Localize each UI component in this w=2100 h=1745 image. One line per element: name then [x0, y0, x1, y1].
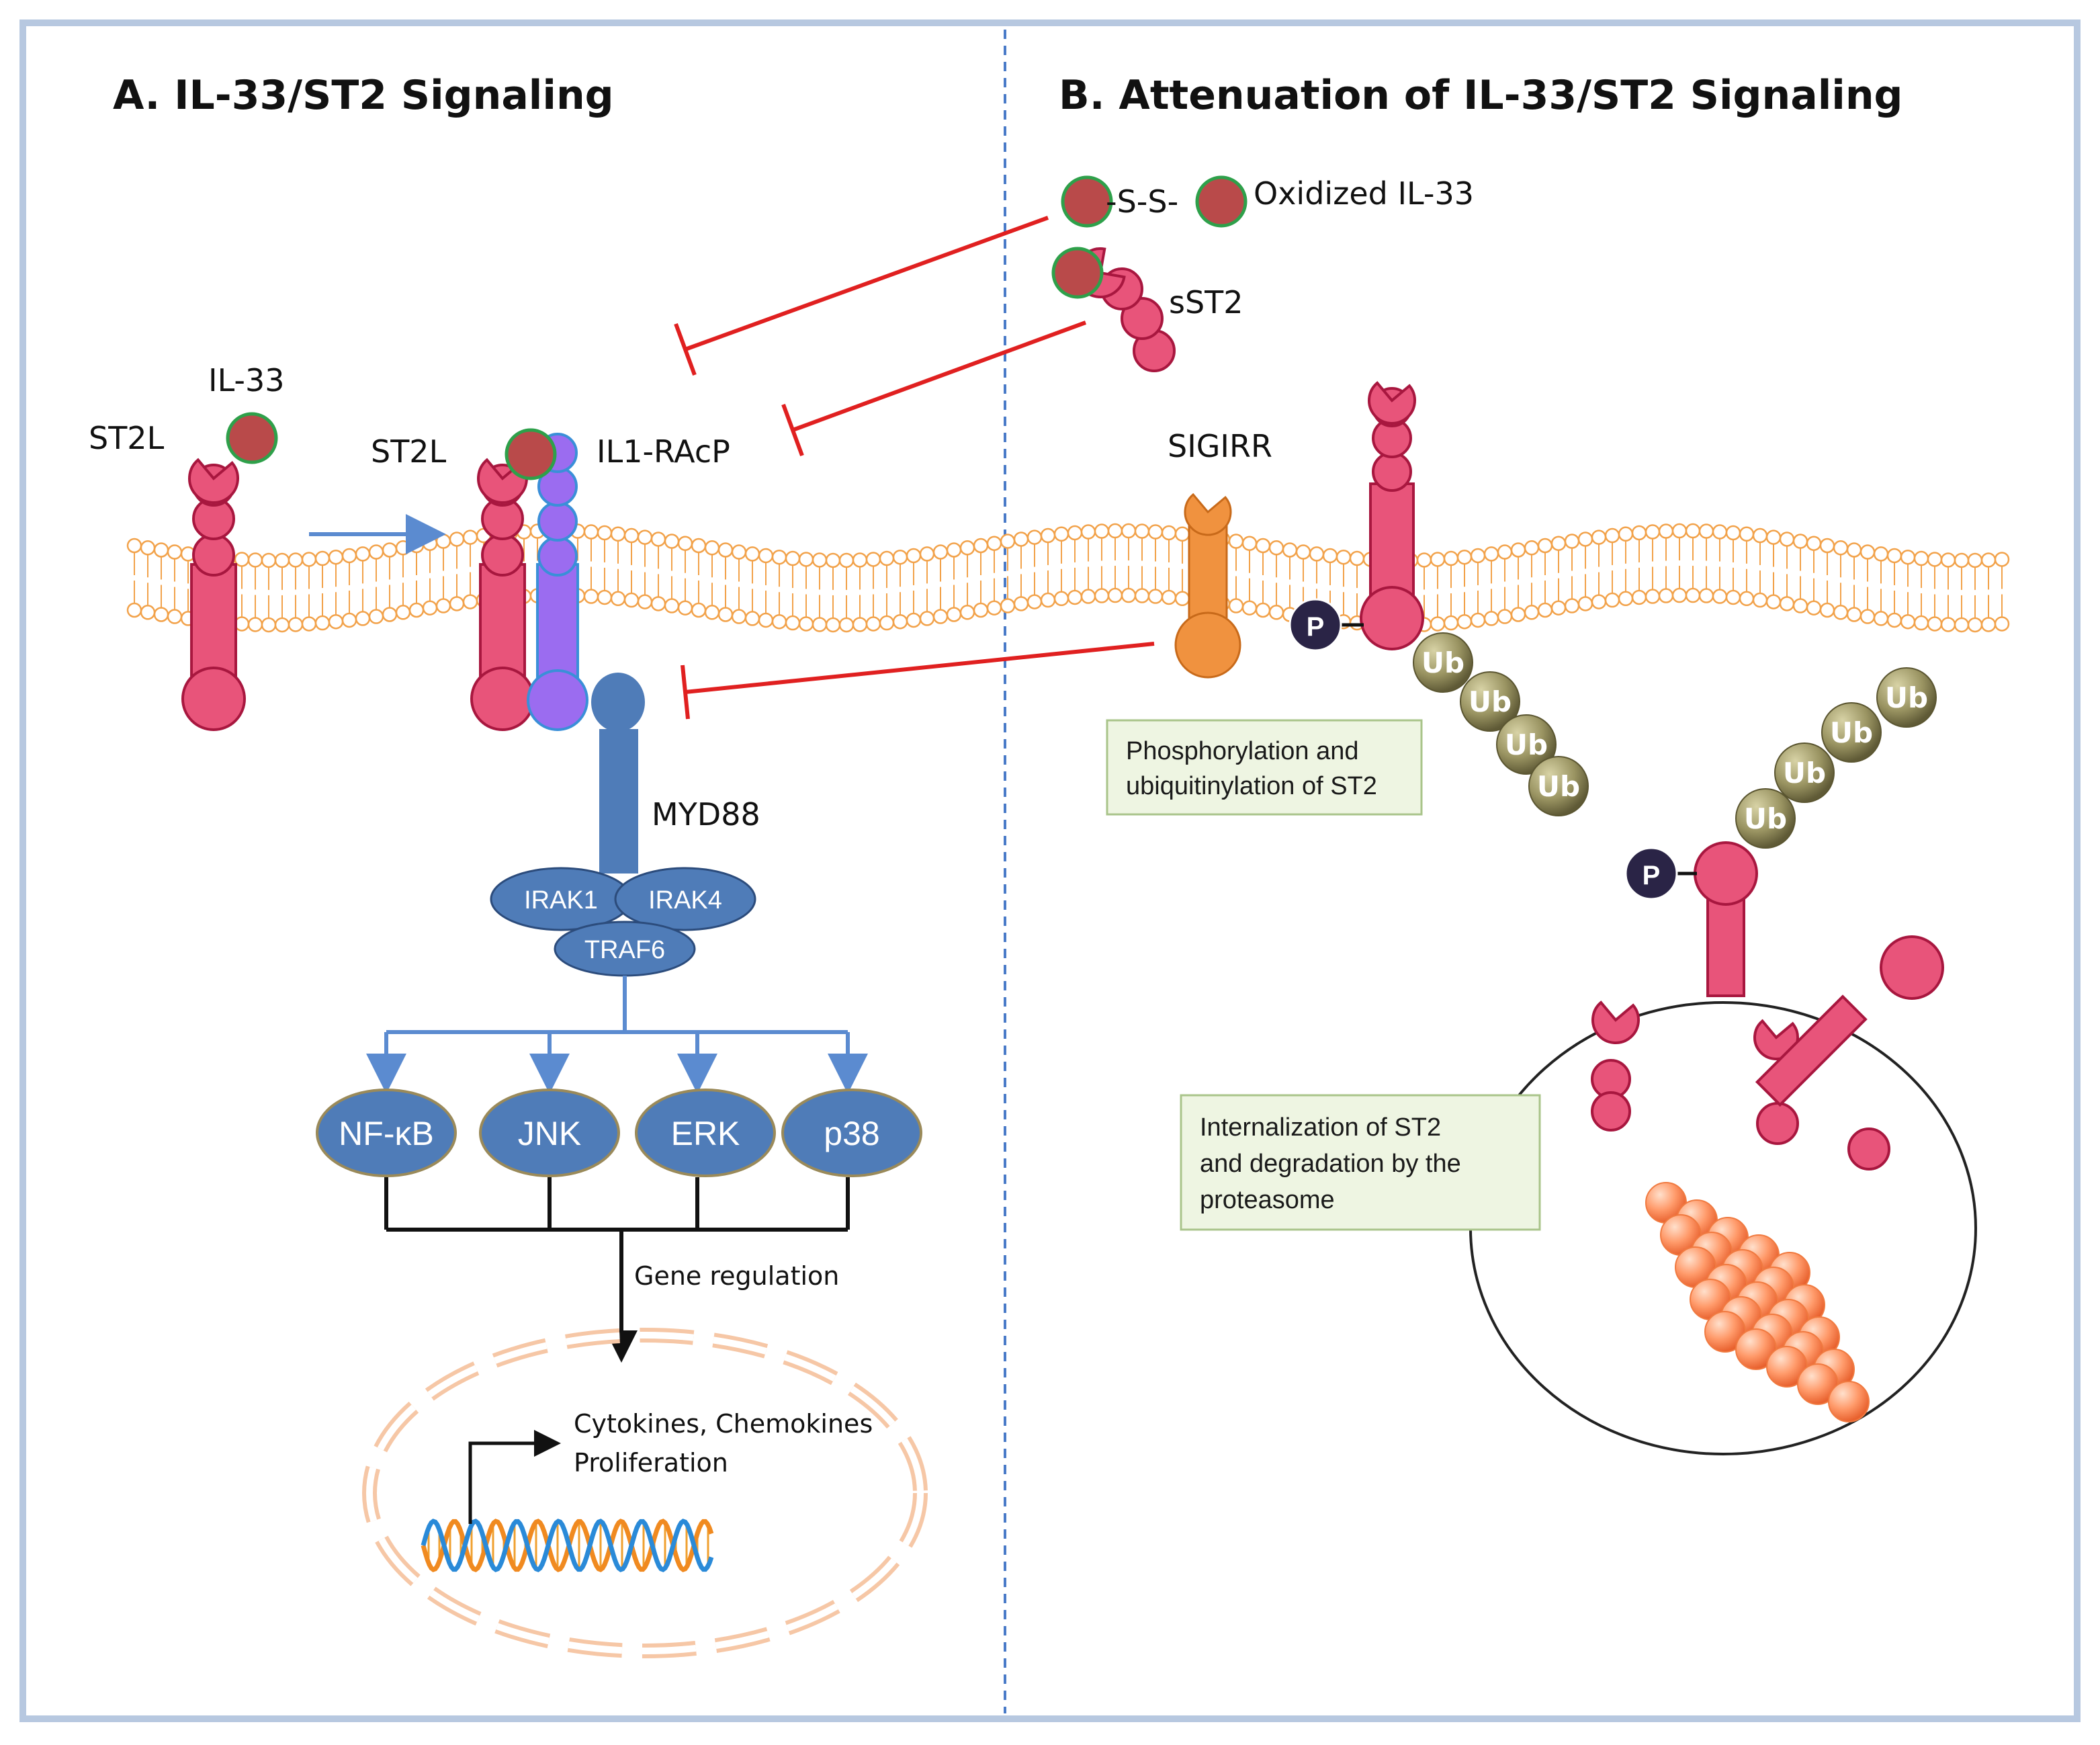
st2l-receptor-complex [470, 458, 535, 731]
pathway-branches [366, 976, 868, 1094]
panel-a-title: A. IL-33/ST2 Signaling [113, 72, 614, 119]
kinase-row [316, 1089, 922, 1177]
phospho-box-line1: Phosphorylation and [1126, 737, 1358, 765]
irak1-label: IRAK1 [524, 886, 598, 914]
svg-text:Ub: Ub [1505, 728, 1548, 761]
inhibition-lines [674, 216, 1155, 720]
p38-label: p38 [824, 1115, 879, 1152]
convergence-lines [384, 1177, 850, 1363]
st2-fragments [1591, 935, 1944, 1171]
phosphate-1 [1288, 598, 1342, 652]
svg-text:Ub: Ub [1744, 802, 1787, 835]
nfkb-label: NF-κB [339, 1115, 434, 1152]
il33-label: IL-33 [208, 362, 285, 398]
traf6-label: TRAF6 [584, 936, 665, 964]
st2l-receptor-left [181, 458, 246, 731]
il1racp-label: IL1-RAcP [597, 433, 730, 470]
internal-box-line2: and degradation by the [1200, 1150, 1461, 1178]
internal-box-line3: proteasome [1200, 1186, 1335, 1214]
panel-b-title: B. Attenuation of IL-33/ST2 Signaling [1059, 72, 1902, 119]
output-line2: Proliferation [574, 1448, 728, 1478]
svg-text:Ub: Ub [1537, 770, 1580, 803]
svg-text:Ub: Ub [1783, 757, 1826, 790]
irak4-node [614, 867, 756, 931]
oxidized-il33-right [1195, 175, 1248, 228]
myd88-label: MYD88 [652, 796, 760, 833]
jnk-label: JNK [518, 1115, 581, 1152]
irak4-label: IRAK4 [648, 886, 722, 914]
st2l-complex-label: ST2L [371, 433, 447, 470]
phospho-box-line2: ubiquitinylation of ST2 [1126, 772, 1377, 800]
oxidized-il33-left [1061, 175, 1113, 228]
il33-bound [505, 428, 557, 480]
sigirr-receptor [1174, 493, 1241, 679]
svg-text:Ub: Ub [1421, 646, 1464, 679]
nucleus-inner [366, 1332, 924, 1654]
p38-node [781, 1089, 922, 1177]
il33-ligand [226, 412, 278, 464]
output-line1: Cytokines, Chemokines [574, 1409, 873, 1439]
p-label-2: P [1643, 861, 1661, 890]
transcription-arrow [468, 1430, 561, 1524]
nfkb-node [316, 1089, 457, 1177]
gene-regulation-label: Gene regulation [634, 1261, 839, 1291]
sst2-label: sST2 [1169, 284, 1243, 321]
erk-node [635, 1089, 776, 1177]
st2-membrane-b [1360, 381, 1424, 650]
st2-internalizing [1694, 841, 1758, 997]
sst2-bound-il33 [1051, 247, 1104, 299]
internal-box-line1: Internalization of ST2 [1200, 1113, 1441, 1142]
phosphorylation-box [1106, 719, 1423, 816]
dna-helix [421, 1519, 714, 1572]
svg-text:Ub: Ub [1885, 681, 1928, 714]
svg-text:Ub: Ub [1469, 685, 1512, 718]
st2l-left-label: ST2L [89, 420, 165, 456]
erk-label: ERK [671, 1115, 740, 1152]
svg-text:Ub: Ub [1830, 716, 1873, 749]
phosphate-2 [1624, 847, 1678, 900]
internalization-box [1180, 1094, 1541, 1231]
myd88-adaptor [591, 673, 645, 874]
p-label-1: P [1307, 612, 1325, 642]
sigirr-label: SIGIRR [1168, 428, 1272, 464]
cell-membrane [126, 523, 2010, 633]
oxidized-il33-label: Oxidized IL-33 [1254, 175, 1474, 212]
jnk-node [479, 1089, 620, 1177]
proteasome [1645, 1182, 1870, 1422]
disulfide-bond: -S-S- [1106, 183, 1178, 220]
outer-frame [19, 19, 2081, 1722]
